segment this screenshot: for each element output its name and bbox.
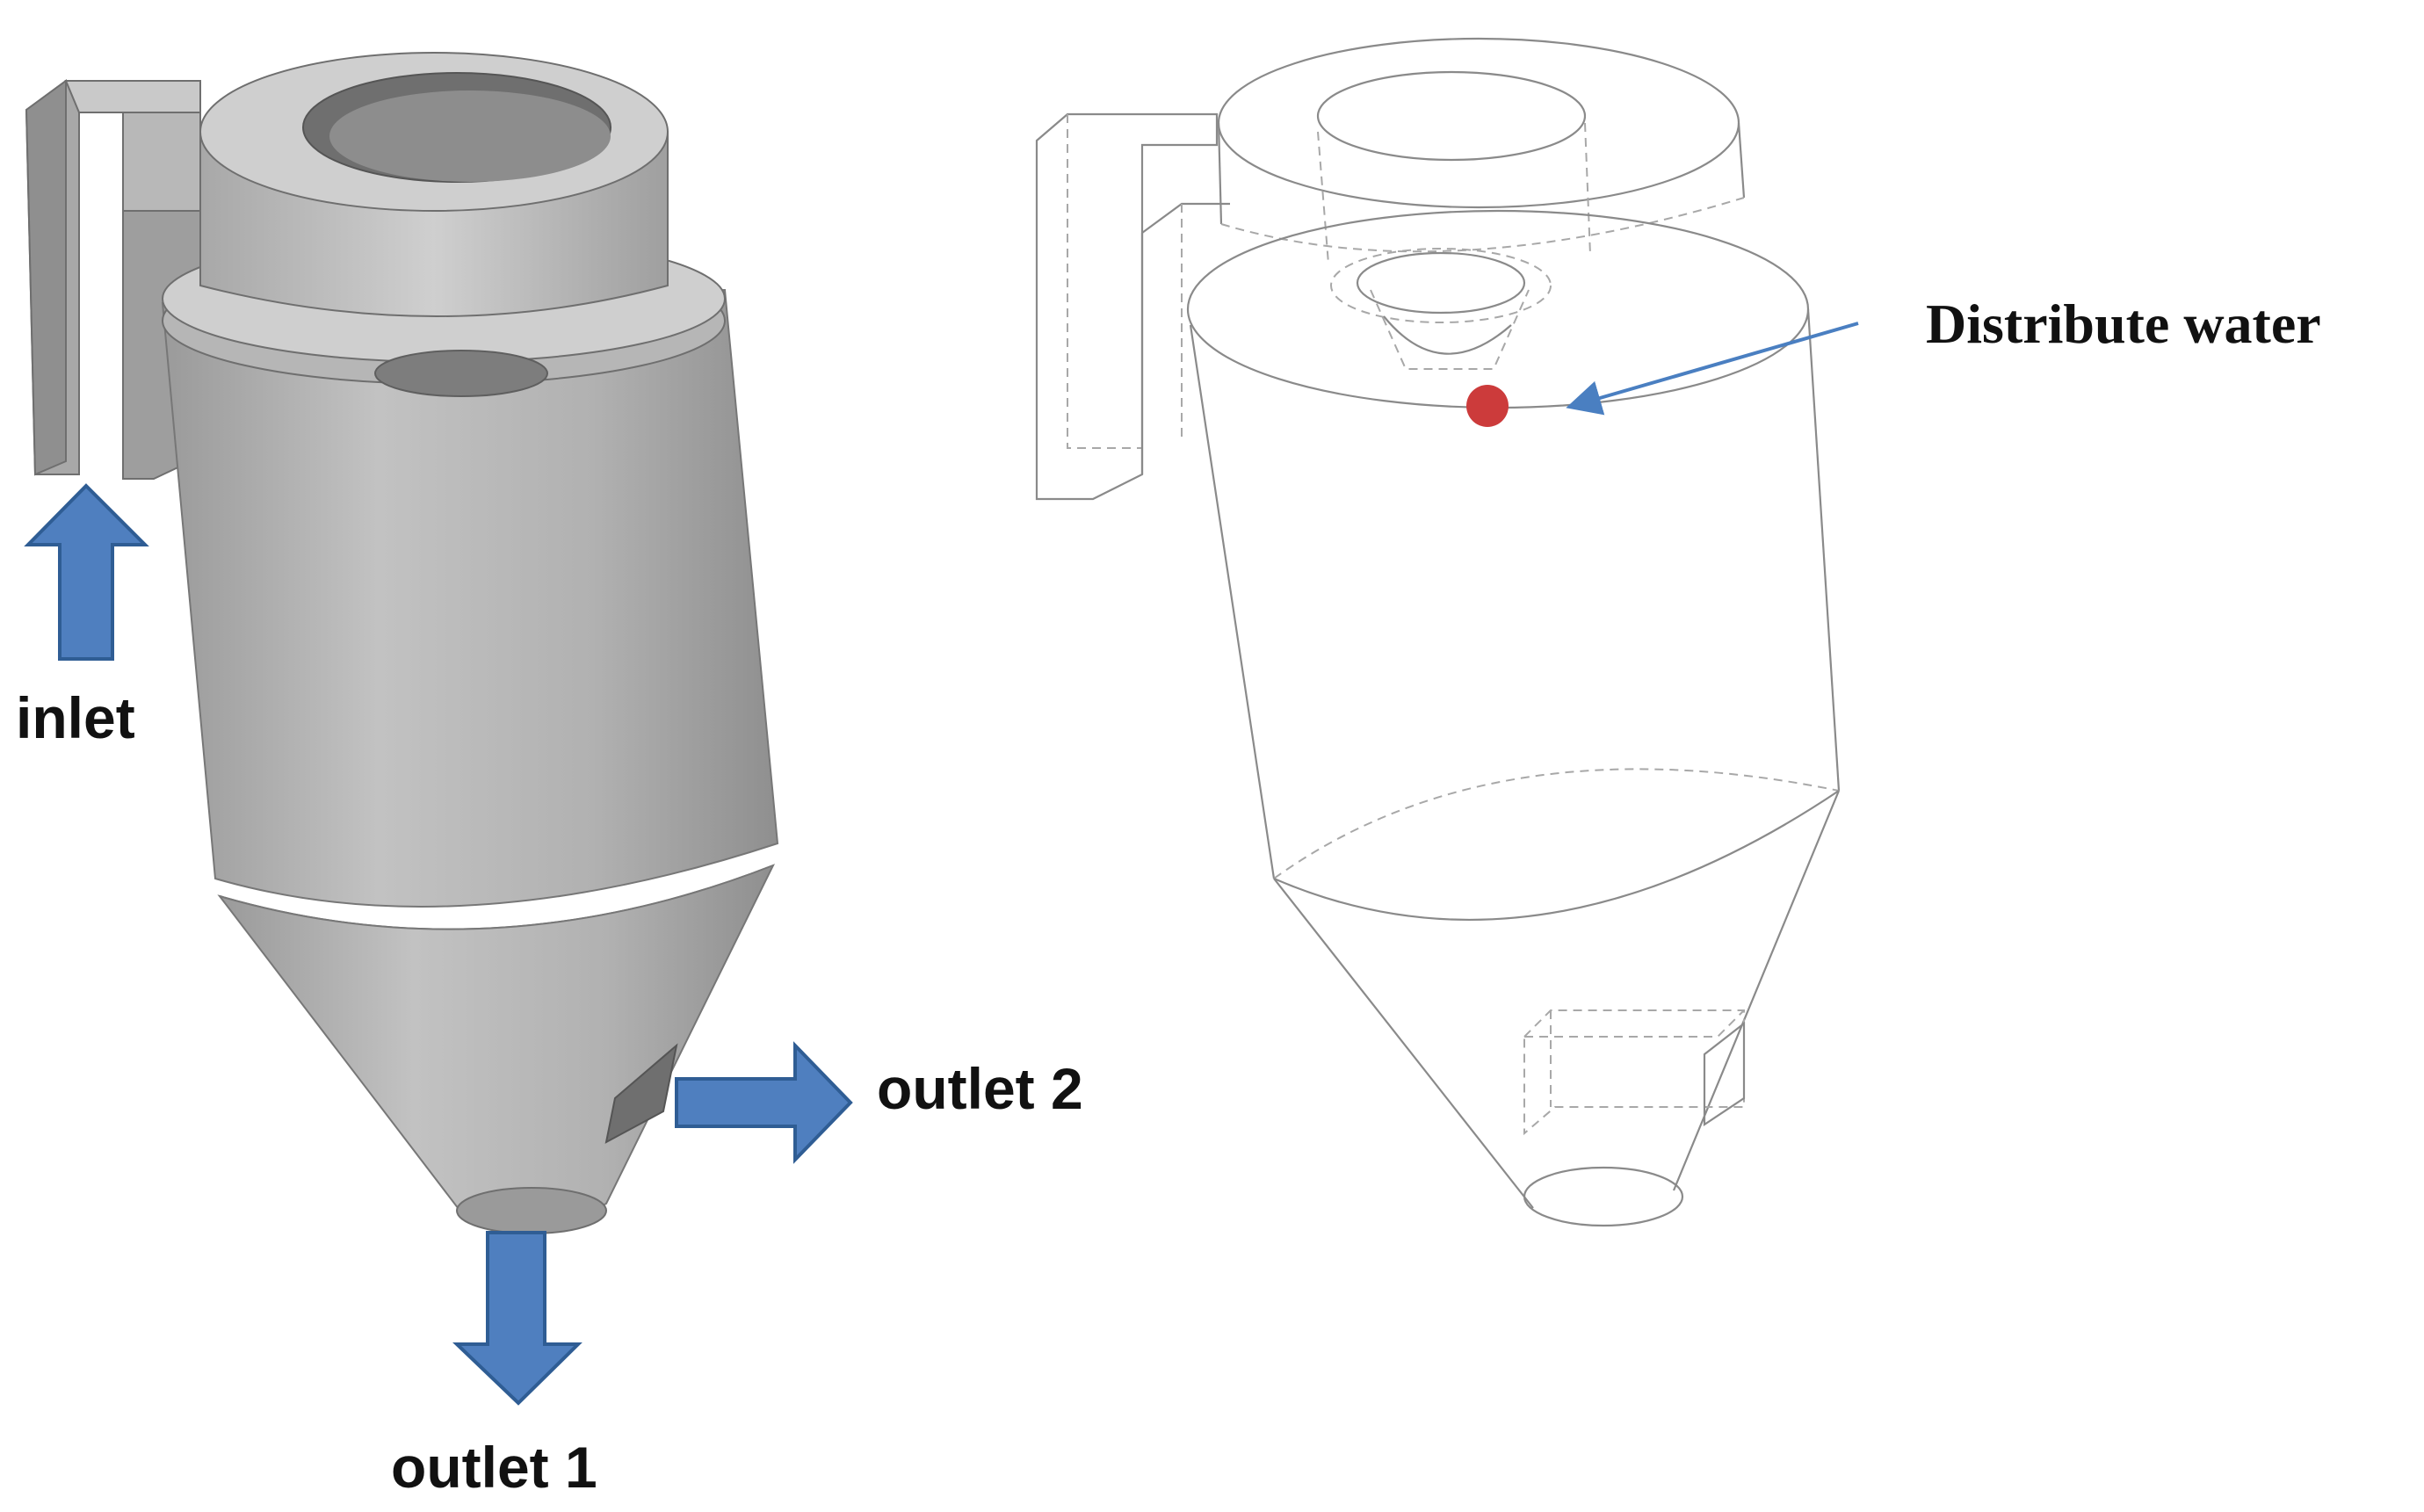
outlet-1-arrow — [452, 1231, 582, 1406]
wireframe-cyclone-model — [1035, 37, 1841, 1227]
distribute-water-label: Distribute water — [1926, 293, 2321, 355]
outlet-1-label: outlet 1 — [391, 1435, 597, 1500]
inlet-label: inlet — [16, 685, 135, 750]
solid-cyclone-model — [25, 52, 779, 1234]
outlet-2-arrow — [675, 1041, 853, 1164]
outlet-2-label: outlet 2 — [877, 1056, 1083, 1121]
inlet-arrow — [24, 483, 149, 661]
water-point — [1466, 385, 1509, 427]
top-cylinder — [199, 52, 669, 397]
pointer-arrow — [1566, 322, 1859, 416]
